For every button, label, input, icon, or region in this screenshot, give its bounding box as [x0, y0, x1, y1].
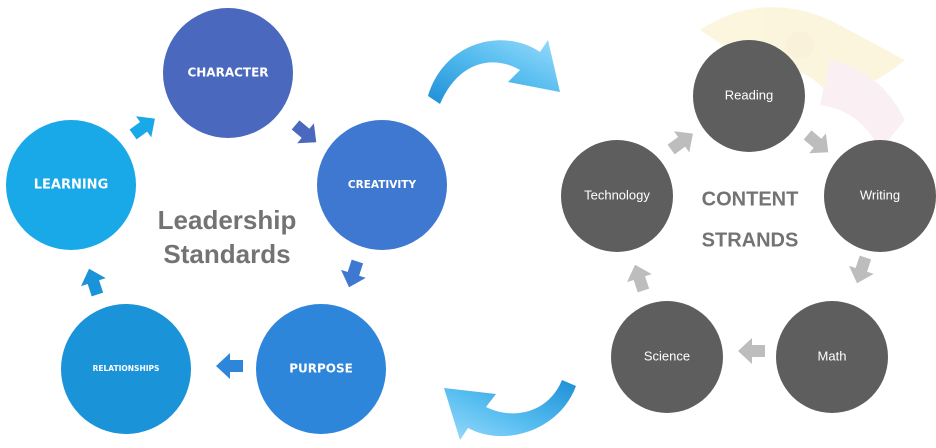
- leadership-title-line2: Standards: [163, 239, 290, 269]
- content-arrows: [627, 130, 874, 364]
- arrow-learning-to-character: [129, 116, 155, 140]
- leadership-cycle: CHARACTER CREATIVITY PURPOSE RELATIONSHI…: [6, 8, 447, 434]
- node-character-label: CHARACTER: [187, 66, 268, 80]
- node-technology-label: Technology: [584, 187, 650, 202]
- node-learning: [6, 120, 136, 250]
- arrow-math-to-science: [738, 338, 765, 364]
- node-writing: [824, 140, 936, 252]
- node-technology: [561, 140, 673, 252]
- node-reading: [693, 40, 805, 152]
- curved-connector-arrow-top: [428, 40, 560, 104]
- leadership-arrows: [81, 116, 366, 379]
- node-relationships: [61, 304, 191, 434]
- node-purpose-label: PURPOSE: [289, 362, 353, 376]
- content-cycle: Reading Writing Math Science Technology …: [561, 40, 936, 413]
- node-creativity-label: CREATIVITY: [348, 179, 417, 191]
- node-purpose: [256, 304, 386, 434]
- background-watermark: [700, 7, 905, 150]
- node-reading-label: Reading: [725, 87, 773, 102]
- arrow-relationships-to-learning: [81, 268, 106, 297]
- node-math-label: Math: [818, 348, 847, 363]
- content-title-line2: STRANDS: [702, 229, 799, 251]
- arrow-character-to-creativity: [291, 120, 317, 144]
- leadership-title-line1: Leadership: [158, 205, 297, 235]
- arrow-writing-to-math: [849, 255, 874, 284]
- node-science: [611, 301, 723, 413]
- node-relationships-label: RELATIONSHIPS: [93, 364, 160, 373]
- node-creativity: [317, 120, 447, 250]
- arrow-creativity-to-purpose: [341, 259, 366, 288]
- arrow-reading-to-writing: [803, 130, 829, 154]
- node-learning-label: LEARNING: [34, 178, 109, 193]
- node-writing-label: Writing: [860, 187, 900, 202]
- curved-connector-arrow-bottom: [444, 380, 576, 440]
- arrow-purpose-to-relationships: [216, 353, 243, 379]
- node-math: [776, 301, 888, 413]
- node-science-label: Science: [644, 348, 690, 363]
- arrow-science-to-technology: [627, 264, 652, 293]
- node-character: [163, 8, 293, 138]
- arrow-technology-to-reading: [667, 131, 693, 155]
- content-title-line1: CONTENT: [702, 188, 799, 210]
